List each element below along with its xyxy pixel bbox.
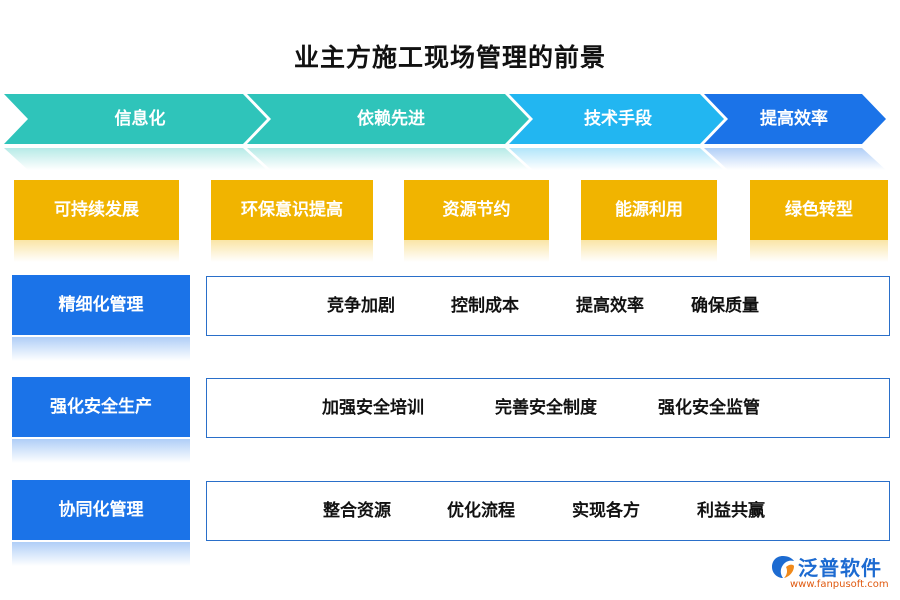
flow-label-4: 提高效率: [760, 109, 828, 129]
feature-sustainable: 可持续发展: [14, 180, 179, 240]
flow-label-1: 信息化: [114, 109, 166, 129]
row-content-collaborative: 整合资源 优化流程 实现各方 利益共赢: [206, 481, 890, 541]
logo-name: 泛普软件: [798, 556, 882, 580]
row-item: 优化流程: [447, 501, 515, 521]
row-item: 强化安全监管: [658, 398, 760, 418]
page-title: 业主方施工现场管理的前景: [293, 43, 606, 72]
row-item: 利益共赢: [697, 501, 765, 521]
flow-arrow-3: [509, 94, 724, 144]
flow-label-2: 依赖先进: [357, 109, 425, 129]
flow-arrows: 信息化 依赖先进 技术手段 提高效率: [0, 94, 900, 174]
row-item: 加强安全培训: [322, 398, 424, 418]
row-item: 确保质量: [691, 296, 759, 316]
feature-reflection: [211, 240, 373, 262]
row-item: 实现各方: [572, 501, 640, 521]
row-label-reflection: [12, 439, 190, 463]
feature-resource: 资源节约: [404, 180, 549, 240]
feature-environment: 环保意识提高: [211, 180, 373, 240]
row-item: 整合资源: [323, 501, 391, 521]
row-label-refined: 精细化管理: [12, 275, 190, 335]
feature-reflection: [750, 240, 888, 262]
row-item: 竞争加剧: [327, 296, 395, 316]
row-item: 提高效率: [576, 296, 644, 316]
row-content-safety: 加强安全培训 完善安全制度 强化安全监管: [206, 378, 890, 438]
flow-arrow-2: [247, 94, 529, 144]
row-item: 完善安全制度: [495, 398, 597, 418]
logo-icon: [772, 556, 794, 578]
row-label-reflection: [12, 337, 190, 361]
row-content-refined: 竞争加剧 控制成本 提高效率 确保质量: [206, 276, 890, 336]
row-label-reflection: [12, 542, 190, 566]
row-label-safety: 强化安全生产: [12, 377, 190, 437]
feature-reflection: [404, 240, 549, 262]
row-label-collaborative: 协同化管理: [12, 480, 190, 540]
flow-arrow-1: [4, 94, 267, 144]
flow-arrows-graphic: [4, 94, 886, 170]
feature-reflection: [581, 240, 717, 262]
brand-logo: 泛普软件 www.fanpusoft.com: [770, 552, 895, 596]
flow-label-3: 技术手段: [584, 109, 652, 129]
logo-url: www.fanpusoft.com: [790, 579, 889, 590]
feature-reflection: [14, 240, 179, 262]
row-item: 控制成本: [451, 296, 519, 316]
feature-energy: 能源利用: [581, 180, 717, 240]
flow-arrow-4: [704, 94, 886, 144]
feature-green: 绿色转型: [750, 180, 888, 240]
